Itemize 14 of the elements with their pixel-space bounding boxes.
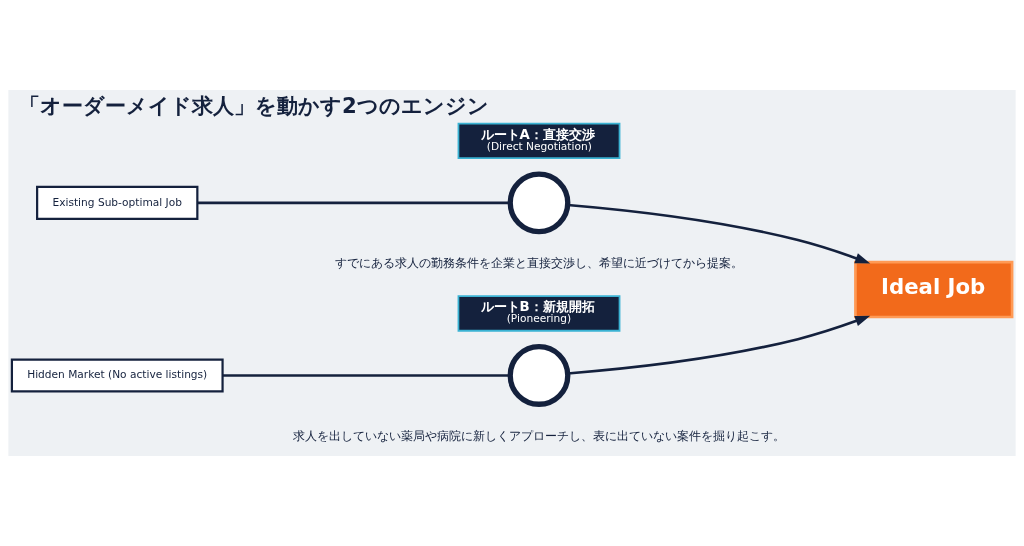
connector bbox=[197, 201, 511, 205]
connector bbox=[222, 374, 510, 377]
arrow bbox=[567, 203, 871, 264]
node-circle bbox=[507, 171, 571, 235]
diagram-title: 「オーダーメイド求人」を動かす2つのエンジン bbox=[18, 93, 489, 119]
node-label: すでにある求人の勤務条件を企業と直接交渉し、希望に近づけてから提案。 bbox=[335, 255, 743, 270]
node-box: Ideal Job bbox=[854, 260, 1014, 319]
node-circle bbox=[507, 344, 571, 407]
node-box: ルートA：直接交渉 (Direct Negotiation) bbox=[457, 122, 621, 160]
node-box: Existing Sub-optimal Job bbox=[36, 185, 199, 220]
node-box: Hidden Market (No active listings) bbox=[10, 358, 224, 393]
node-box: ルートB：新規開拓 (Pioneering) bbox=[457, 295, 621, 332]
node-label: 求人を出していない薬局や病院に新しくアプローチし、表に出ていない案件を掘り起こす。 bbox=[293, 428, 785, 443]
arrow bbox=[567, 315, 871, 375]
